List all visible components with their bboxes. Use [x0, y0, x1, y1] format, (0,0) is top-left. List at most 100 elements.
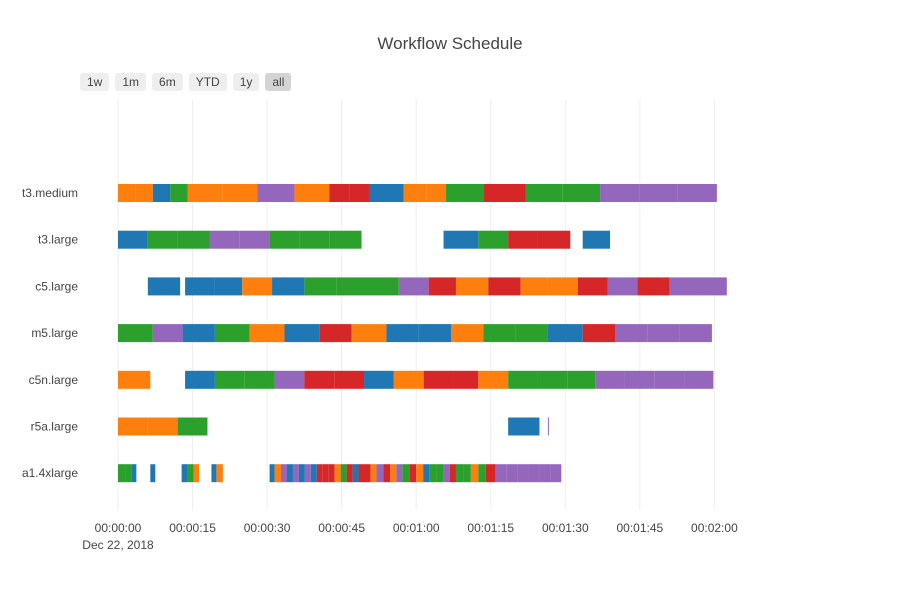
task-bar[interactable] — [517, 464, 529, 483]
task-bar[interactable] — [470, 464, 479, 483]
task-bar[interactable] — [455, 277, 489, 296]
task-bar[interactable] — [272, 277, 305, 296]
task-bar[interactable] — [294, 184, 330, 202]
task-bar[interactable] — [453, 370, 479, 389]
task-bar[interactable] — [485, 464, 496, 483]
task-bar[interactable] — [368, 184, 404, 202]
task-bar[interactable] — [152, 324, 183, 343]
task-bar[interactable] — [185, 370, 215, 389]
task-bar[interactable] — [478, 464, 486, 483]
task-bar[interactable] — [187, 464, 194, 483]
task-bar[interactable] — [214, 370, 245, 389]
task-bar[interactable] — [329, 230, 362, 249]
task-bar[interactable] — [403, 184, 427, 202]
task-bar[interactable] — [537, 230, 571, 249]
task-bar[interactable] — [239, 230, 270, 249]
task-bar[interactable] — [274, 370, 305, 389]
task-bar[interactable] — [319, 324, 352, 343]
task-bar[interactable] — [684, 370, 714, 389]
task-bar[interactable] — [349, 184, 369, 202]
task-bar[interactable] — [699, 277, 727, 296]
task-bar[interactable] — [423, 370, 454, 389]
range-button-1w[interactable]: 1w — [80, 73, 110, 91]
task-bar[interactable] — [298, 464, 305, 483]
task-bar[interactable] — [346, 464, 353, 483]
task-bar[interactable] — [386, 324, 419, 343]
task-bar[interactable] — [654, 370, 685, 389]
task-bar[interactable] — [416, 464, 424, 483]
task-bar[interactable] — [600, 184, 640, 202]
task-bar[interactable] — [185, 277, 215, 296]
task-bar[interactable] — [334, 464, 341, 483]
task-bar[interactable] — [539, 464, 551, 483]
task-bar[interactable] — [118, 417, 148, 436]
task-bar[interactable] — [428, 277, 456, 296]
task-bar[interactable] — [118, 370, 151, 389]
task-bar[interactable] — [429, 464, 437, 483]
task-bar[interactable] — [402, 464, 410, 483]
task-bar[interactable] — [547, 417, 549, 436]
range-button-ytd[interactable]: YTD — [188, 73, 227, 91]
task-bar[interactable] — [478, 230, 509, 249]
task-bar[interactable] — [118, 184, 136, 202]
task-bar[interactable] — [292, 464, 299, 483]
task-bar[interactable] — [214, 324, 250, 343]
task-bar[interactable] — [595, 370, 625, 389]
task-bar[interactable] — [170, 184, 188, 202]
task-bar[interactable] — [409, 464, 417, 483]
task-bar[interactable] — [547, 324, 583, 343]
task-bar[interactable] — [216, 464, 223, 483]
task-bar[interactable] — [547, 277, 578, 296]
task-bar[interactable] — [281, 464, 287, 483]
task-bar[interactable] — [340, 464, 347, 483]
task-bar[interactable] — [639, 184, 678, 202]
task-bar[interactable] — [118, 324, 153, 343]
task-bar[interactable] — [211, 464, 217, 483]
task-bar[interactable] — [483, 324, 516, 343]
task-bar[interactable] — [528, 464, 540, 483]
task-bar[interactable] — [304, 277, 337, 296]
task-bar[interactable] — [328, 464, 335, 483]
task-bar[interactable] — [193, 464, 200, 483]
task-bar[interactable] — [209, 230, 240, 249]
task-bar[interactable] — [269, 230, 300, 249]
task-bar[interactable] — [364, 464, 371, 483]
task-bar[interactable] — [582, 230, 611, 249]
task-bar[interactable] — [624, 370, 655, 389]
task-bar[interactable] — [334, 370, 365, 389]
task-bar[interactable] — [147, 277, 181, 296]
task-bar[interactable] — [446, 184, 484, 202]
task-bar[interactable] — [520, 277, 548, 296]
task-bar[interactable] — [398, 277, 429, 296]
task-bar[interactable] — [390, 464, 397, 483]
task-bar[interactable] — [177, 417, 208, 436]
task-bar[interactable] — [483, 184, 526, 202]
range-button-all[interactable]: all — [265, 73, 292, 91]
task-bar[interactable] — [562, 184, 601, 202]
task-bar[interactable] — [677, 184, 717, 202]
task-bar[interactable] — [508, 417, 540, 436]
task-bar[interactable] — [352, 464, 359, 483]
task-bar[interactable] — [316, 464, 323, 483]
range-button-1y[interactable]: 1y — [232, 73, 260, 91]
task-bar[interactable] — [396, 464, 403, 483]
task-bar[interactable] — [147, 230, 178, 249]
task-bar[interactable] — [310, 464, 317, 483]
task-bar[interactable] — [478, 370, 509, 389]
task-bar[interactable] — [537, 370, 568, 389]
task-bar[interactable] — [322, 464, 329, 483]
task-bar[interactable] — [257, 184, 295, 202]
task-bar[interactable] — [125, 464, 132, 483]
task-bar[interactable] — [383, 464, 391, 483]
task-bar[interactable] — [131, 464, 137, 483]
task-bar[interactable] — [607, 277, 638, 296]
task-bar[interactable] — [515, 324, 548, 343]
task-bar[interactable] — [393, 370, 424, 389]
task-bar[interactable] — [426, 184, 447, 202]
task-bar[interactable] — [286, 464, 293, 483]
task-bar[interactable] — [449, 464, 456, 483]
task-bar[interactable] — [274, 464, 282, 483]
task-bar[interactable] — [304, 464, 311, 483]
task-bar[interactable] — [423, 464, 430, 483]
